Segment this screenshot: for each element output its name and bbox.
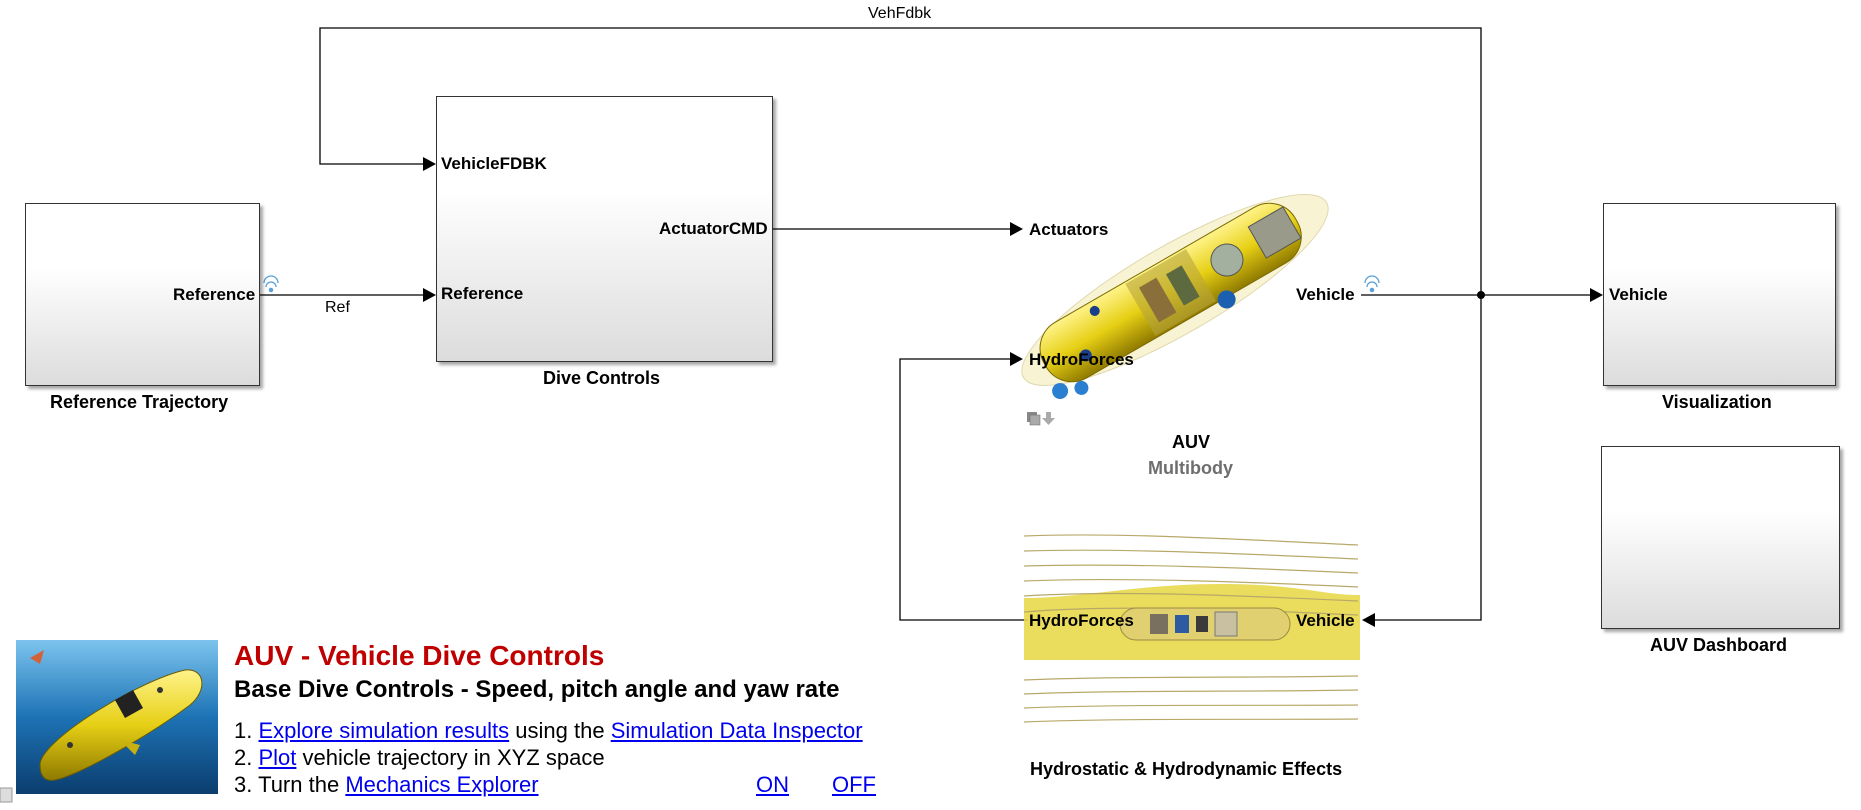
step-1-text: using the [515,718,605,743]
mechanics-on-link[interactable]: ON [756,772,789,797]
arrowhead-actuators [1010,222,1023,236]
arrowhead-visualization [1590,288,1603,302]
step-2-number: 2. [234,745,253,770]
reference-trajectory-label: Reference Trajectory [50,392,229,412]
dive-controls-block[interactable] [436,96,773,362]
arrowhead-reference [423,288,436,302]
hydro-effects-graphic [1023,534,1360,723]
step-3-number: 3. [234,772,253,797]
ref-trajectory-out-port: Reference [173,285,256,304]
explore-results-link[interactable]: Explore simulation results [258,718,510,743]
hydro-hydroforces-port: HydroForces [1029,611,1134,630]
hydro-vehicle-port: Vehicle [1296,611,1355,630]
auv-vehicle-graphic [1021,194,1329,399]
auv-sublabel: Multibody [1148,458,1233,478]
plot-link[interactable]: Plot [258,745,297,770]
dashboard-block[interactable] [1601,446,1840,629]
wire-hydroforces[interactable] [899,358,1028,621]
auv-hydroforces-port: HydroForces [1029,350,1134,369]
signal-label-ref: Ref [325,299,350,316]
model-subtitle: Base Dive Controls - Speed, pitch angle … [234,676,840,703]
model-title: AUV - Vehicle Dive Controls [234,640,605,671]
step-3: 3. Turn the Mechanics Explorer [234,772,539,798]
dive-controls-reference-port: Reference [441,284,524,303]
hydro-label: Hydrostatic & Hydrodynamic Effects [1030,759,1343,779]
signal-log-icon [263,275,1380,293]
step-1: 1. Explore simulation results using the … [234,718,863,744]
mechanics-explorer-link[interactable]: Mechanics Explorer [345,772,539,797]
arrowhead-vehiclefdbk [423,157,436,171]
arrowhead-auv-hydroforces [1010,352,1023,366]
step-2: 2. Plot vehicle trajectory in XYZ space [234,745,605,771]
arrowhead-hydro-vehicle [1362,613,1375,627]
mechanics-off-link[interactable]: OFF [832,772,876,797]
dashboard-label: AUV Dashboard [1650,635,1788,655]
dive-controls-vehiclefdbk-port: VehicleFDBK [441,154,547,173]
wire-vehicle-to-hydro[interactable] [1374,295,1482,621]
auv-vehicle-port: Vehicle [1296,285,1355,304]
auv-underwater-photo [16,640,218,794]
step-2-text: vehicle trajectory in XYZ space [302,745,605,770]
corner-icon [0,787,13,803]
signal-label-vehfdbk: VehFdbk [868,5,932,22]
dive-controls-label: Dive Controls [543,368,661,388]
dive-controls-actuatorcmd-port: ActuatorCMD [659,219,768,238]
sdi-link[interactable]: Simulation Data Inspector [610,718,863,743]
visualization-block[interactable] [1603,203,1836,386]
step-1-number: 1. [234,718,253,743]
wire-vehfdbk[interactable] [319,27,1482,295]
auv-actuators-port: Actuators [1029,220,1109,239]
auv-block-icons [1027,412,1055,426]
visualization-vehicle-port: Vehicle [1609,285,1668,304]
auv-label: AUV [1172,432,1211,452]
reference-trajectory-block[interactable] [25,203,260,386]
step-3-text: Turn the [258,772,340,797]
visualization-label: Visualization [1662,392,1772,412]
